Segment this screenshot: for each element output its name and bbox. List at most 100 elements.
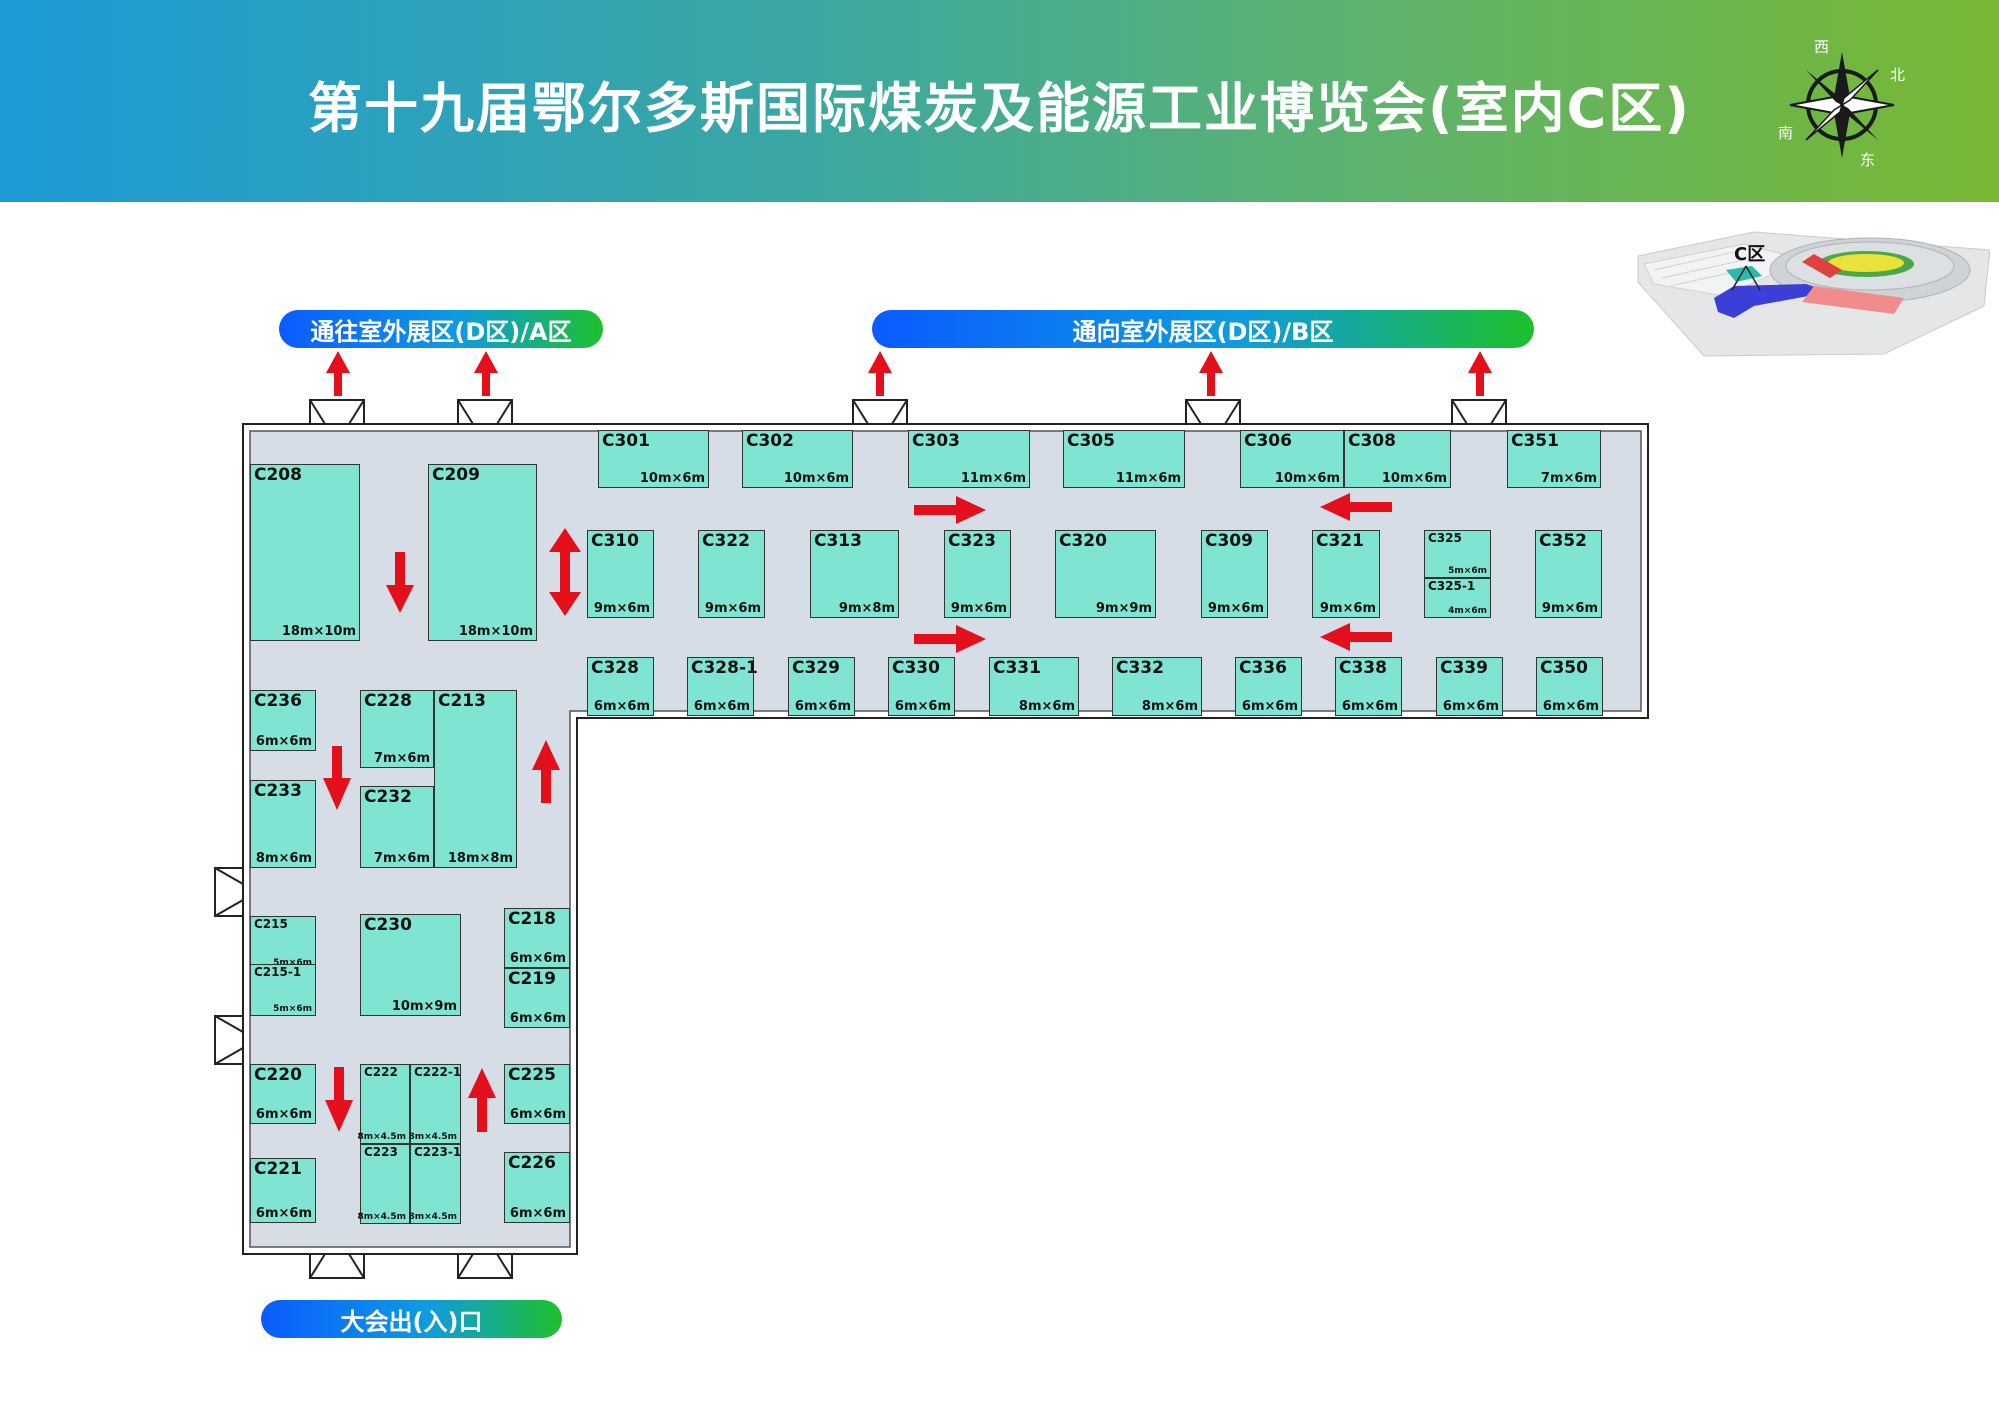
booth-c351[interactable]: C351 7m×6m <box>1507 430 1601 488</box>
door-icon <box>852 399 908 425</box>
booth-code: C329 <box>792 658 840 678</box>
door-icon <box>1451 399 1507 425</box>
booth-c232[interactable]: C232 7m×6m <box>360 786 434 868</box>
booth-size: 6m×6m <box>794 699 851 714</box>
booth-code: C320 <box>1059 531 1107 551</box>
compass-west-label: 西 <box>1814 38 1829 56</box>
door-icon <box>214 1015 244 1065</box>
page-title: 第十九届鄂尔多斯国际煤炭及能源工业博览会(室内C区) <box>308 77 1691 140</box>
booth-code: C215-1 <box>254 965 302 979</box>
booth-size: 6m×6m <box>509 1107 566 1122</box>
booth-size: 7m×6m <box>373 751 430 766</box>
booth-size: 18m×8m <box>447 851 513 866</box>
booth-code: C303 <box>912 431 960 451</box>
arrow-up-icon <box>1468 351 1492 396</box>
booth-size: 7m×6m <box>373 851 430 866</box>
door-icons <box>214 399 1507 1279</box>
arrow-up-icon <box>326 351 350 396</box>
booth-code: C302 <box>746 431 794 451</box>
booth-size: 8m×6m <box>1141 699 1198 714</box>
arrow-down-icon <box>386 552 414 613</box>
booth-code: C332 <box>1116 658 1164 678</box>
booth-c225[interactable]: C225 6m×6m <box>504 1064 570 1124</box>
booth-code: C350 <box>1540 658 1588 678</box>
booth-code: C230 <box>364 915 412 935</box>
arrow-up-icon <box>868 351 892 396</box>
booth-size: 9m×6m <box>1541 601 1598 616</box>
booth-code: C351 <box>1511 431 1559 451</box>
booth-code: C328-1 <box>691 658 758 678</box>
booth-size: 7m×6m <box>1540 471 1597 486</box>
booth-c350[interactable]: C350 6m×6m <box>1536 657 1603 716</box>
booth-size: 9m×6m <box>704 601 761 616</box>
booth-size: 6m×6m <box>1542 699 1599 714</box>
booth-size: 6m×6m <box>509 951 566 966</box>
booth-size: 8m×4.5m <box>408 1132 457 1142</box>
booth-size: 9m×6m <box>593 601 650 616</box>
booth-c332[interactable]: C332 8m×6m <box>1112 657 1202 716</box>
door-icon <box>457 399 513 425</box>
booth-size: 8m×6m <box>255 851 312 866</box>
booth-code: C325-1 <box>1428 579 1476 593</box>
arrow-right-icon <box>914 625 986 653</box>
door-icon <box>457 1253 513 1279</box>
booth-code: C232 <box>364 787 412 807</box>
booth-code: C223-1 <box>414 1145 462 1159</box>
booth-c329[interactable]: C329 6m×6m <box>788 657 855 716</box>
arrow-left-icon <box>1320 623 1392 651</box>
booth-code: C226 <box>508 1153 556 1173</box>
booth-code: C325 <box>1428 531 1462 545</box>
booth-code: C305 <box>1067 431 1115 451</box>
booth-code: C225 <box>508 1065 556 1085</box>
exit-a-zone-label: 通往室外展区(D区)/A区 <box>279 310 603 348</box>
arrow-up-icon <box>532 740 560 803</box>
arrow-up-icon <box>474 351 498 396</box>
booth-code: C330 <box>892 658 940 678</box>
booth-size: 5m×6m <box>273 958 312 968</box>
booth-code: C306 <box>1244 431 1292 451</box>
arrow-up-icon <box>1199 351 1223 396</box>
